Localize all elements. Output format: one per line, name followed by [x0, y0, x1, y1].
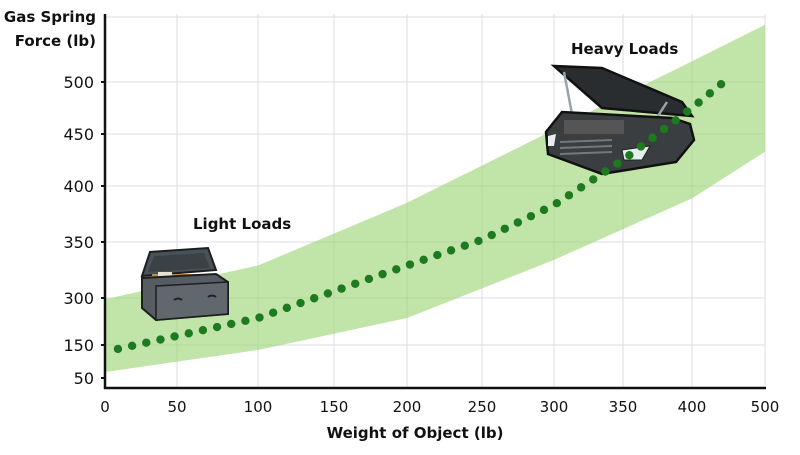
data-dot [255, 313, 264, 322]
data-dot [309, 294, 319, 303]
data-dot [268, 308, 278, 317]
x-tick-label: 250 [468, 398, 497, 416]
data-dot [526, 211, 536, 221]
data-dot [127, 341, 137, 351]
data-dot [500, 224, 509, 233]
x-tick-label: 400 [678, 398, 707, 416]
y-tick-label: 400 [63, 177, 94, 196]
data-dot [364, 274, 374, 284]
annotation-heavy-loads: Heavy Loads [571, 40, 678, 58]
data-dot [156, 335, 165, 344]
data-dot [613, 159, 622, 168]
data-dot [227, 319, 236, 329]
data-dot [419, 255, 428, 265]
data-dot [282, 303, 292, 313]
data-dot [460, 241, 469, 250]
x-tick-labels: 0 50 100 150 200 250 300 350 400 500 [100, 398, 779, 416]
toolbox-icon [140, 246, 229, 322]
y-tick-label: 50 [74, 369, 94, 388]
data-dots [113, 79, 726, 354]
data-dot [564, 191, 574, 200]
data-dot [323, 289, 333, 298]
annotation-light-loads: Light Loads [193, 215, 291, 233]
data-dot [378, 269, 387, 279]
y-tick-label: 150 [63, 336, 94, 355]
data-dot [392, 265, 401, 274]
data-dot [170, 332, 179, 341]
data-dot [671, 116, 680, 125]
y-axis-title-line1: Gas Spring [4, 8, 96, 26]
data-dot [198, 326, 208, 335]
x-tick-label: 350 [609, 398, 638, 416]
data-dot [625, 151, 634, 160]
data-dot [433, 250, 442, 260]
data-dot [241, 316, 250, 326]
data-dot [474, 236, 483, 246]
x-tick-label: 50 [167, 398, 186, 416]
data-dot [705, 89, 715, 98]
x-tick-label: 200 [393, 398, 422, 416]
data-dot [636, 142, 646, 151]
x-axis-title: Weight of Object (lb) [327, 424, 504, 442]
data-dot [212, 322, 222, 332]
data-dot [487, 230, 496, 240]
x-tick-label: 100 [244, 398, 273, 416]
data-dot [576, 183, 586, 192]
data-dot [648, 133, 657, 142]
x-tick-label: 0 [100, 398, 110, 416]
y-tick-label: 300 [63, 289, 94, 308]
y-tick-label: 450 [63, 125, 94, 144]
data-dot [405, 260, 415, 269]
x-tick-label: 300 [540, 398, 569, 416]
data-dot [659, 124, 669, 134]
data-dot [113, 344, 123, 354]
y-tick-label: 350 [63, 233, 94, 252]
data-dot [539, 205, 549, 215]
data-dot [337, 284, 346, 293]
data-dot [589, 175, 598, 184]
data-dot [716, 79, 726, 89]
data-dot [351, 279, 360, 288]
data-dot [446, 246, 456, 255]
y-tick-label: 500 [63, 73, 94, 92]
x-tick-label: 150 [320, 398, 349, 416]
data-dot [142, 338, 151, 347]
y-axis-title-line2: Force (lb) [15, 32, 96, 50]
data-dot [552, 199, 562, 208]
confidence-band [105, 24, 765, 373]
x-tick-label: 500 [751, 398, 780, 416]
data-dot [513, 218, 523, 227]
data-dot [184, 329, 193, 338]
data-dot [296, 298, 305, 308]
data-dot [694, 98, 703, 107]
data-dot [683, 107, 692, 116]
y-tick-labels: 50 150 300 350 400 450 500 [63, 73, 105, 388]
data-dot [601, 167, 610, 176]
